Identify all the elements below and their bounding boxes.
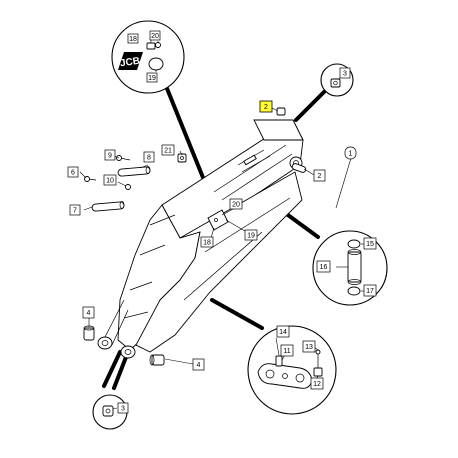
svg-text:6: 6 [71,170,75,177]
svg-text:18: 18 [129,36,137,43]
callout-11: 11 [280,344,294,357]
connector-bottom-left-a [102,350,122,388]
detail-circle-bottom-right [247,325,337,415]
svg-text:20: 20 [151,33,159,40]
callout-18-top: 18 [127,33,139,44]
bush-4-left [83,325,95,341]
callout-17: 17 [363,284,377,297]
svg-text:2: 2 [264,104,268,111]
svg-text:8: 8 [147,155,151,162]
callout-16: 16 [316,260,331,273]
callout-15: 15 [363,237,377,250]
svg-text:3: 3 [343,71,347,78]
callout-1: 1 [344,146,357,160]
callout-12: 12 [310,377,324,390]
svg-text:4: 4 [197,362,201,369]
svg-text:10: 10 [106,178,114,185]
jcb-logo-decal: JCB [118,52,143,70]
svg-text:15: 15 [366,241,374,248]
svg-text:18: 18 [203,240,211,247]
bush-4-bottom [149,354,165,366]
callout-10: 10 [103,174,117,186]
svg-text:12: 12 [313,381,321,388]
callout-21: 21 [161,144,175,156]
callout-7: 7 [69,204,81,216]
svg-text:14: 14 [279,329,287,336]
svg-text:9: 9 [108,153,112,160]
svg-text:21: 21 [164,148,172,155]
callout-9: 9 [104,149,116,161]
svg-text:7: 7 [73,208,77,215]
svg-text:4: 4 [87,310,91,317]
svg-text:13: 13 [305,344,313,351]
callout-13: 13 [302,340,316,353]
connector-top-right [294,90,326,122]
svg-text:11: 11 [283,348,290,355]
callout-20-top: 20 [149,30,161,41]
washer-10 [125,184,131,190]
callout-3-bottom: 3 [117,402,129,414]
callout-14: 14 [276,325,290,338]
callout-8: 8 [143,151,155,163]
callout-19-top: 19 [146,72,158,83]
callout-20-mid: 20 [229,198,243,210]
callout-4-left: 4 [82,306,95,319]
callout-18-mid: 18 [200,236,214,248]
connector-bottom-right [210,298,264,330]
callout-2-right: 2 [313,169,326,182]
nipple-21 [177,153,187,163]
svg-text:2: 2 [318,173,322,180]
svg-text:20: 20 [232,202,240,209]
callout-6: 6 [67,166,79,178]
callout-2-top[interactable]: 2 [259,100,273,113]
pin-7 [91,201,125,212]
svg-text:19: 19 [148,75,156,82]
callout-4-bottom: 4 [192,358,205,371]
svg-text:3: 3 [121,406,125,413]
leader-lines [79,107,352,365]
callout-19-mid: 19 [244,229,258,241]
svg-text:1: 1 [349,151,353,158]
connector-top-left [164,84,208,187]
svg-text:17: 17 [366,288,374,295]
nut-6 [84,176,97,182]
cap-2-top [276,107,286,116]
pin-2-right [291,163,307,173]
boom-arm [97,119,304,359]
svg-text:19: 19 [247,233,255,240]
callout-3-top: 3 [339,67,351,79]
svg-text:JCB: JCB [119,56,140,70]
svg-text:16: 16 [320,264,328,271]
pin-8 [117,166,151,177]
